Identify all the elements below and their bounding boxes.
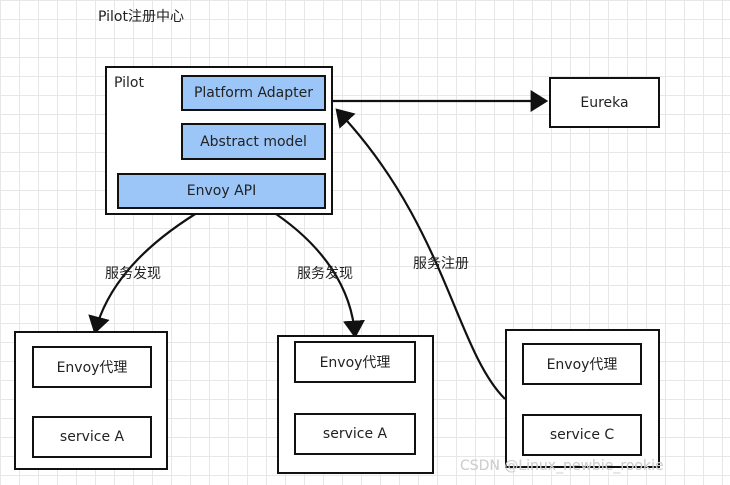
service-discovery-right-connector	[266, 207, 365, 339]
service-box-left: service A	[32, 416, 152, 458]
service-box-middle: service A	[294, 413, 416, 455]
watermark-text: CSDN @Linux_newbie_rookie	[460, 458, 664, 474]
abstract-model-box: Abstract model	[181, 123, 326, 160]
envoy-api-box: Envoy API	[117, 173, 326, 209]
envoy-proxy-box-right: Envoy代理	[522, 343, 642, 385]
service-discovery-label-left: 服务发现	[105, 266, 161, 282]
envoy-proxy-box-left: Envoy代理	[32, 346, 152, 388]
eureka-box: Eureka	[549, 77, 660, 128]
pilot-label: Pilot	[114, 75, 144, 91]
service-discovery-left-connector	[88, 207, 206, 335]
platform-adapter-box: Platform Adapter	[181, 75, 326, 111]
service-registration-label: 服务注册	[413, 256, 469, 272]
service-discovery-label-right: 服务发现	[297, 266, 353, 282]
envoy-proxy-box-middle: Envoy代理	[294, 341, 416, 383]
service-registration-connector	[335, 108, 506, 400]
service-box-right: service C	[522, 414, 642, 456]
page-title: Pilot注册中心	[98, 9, 184, 25]
